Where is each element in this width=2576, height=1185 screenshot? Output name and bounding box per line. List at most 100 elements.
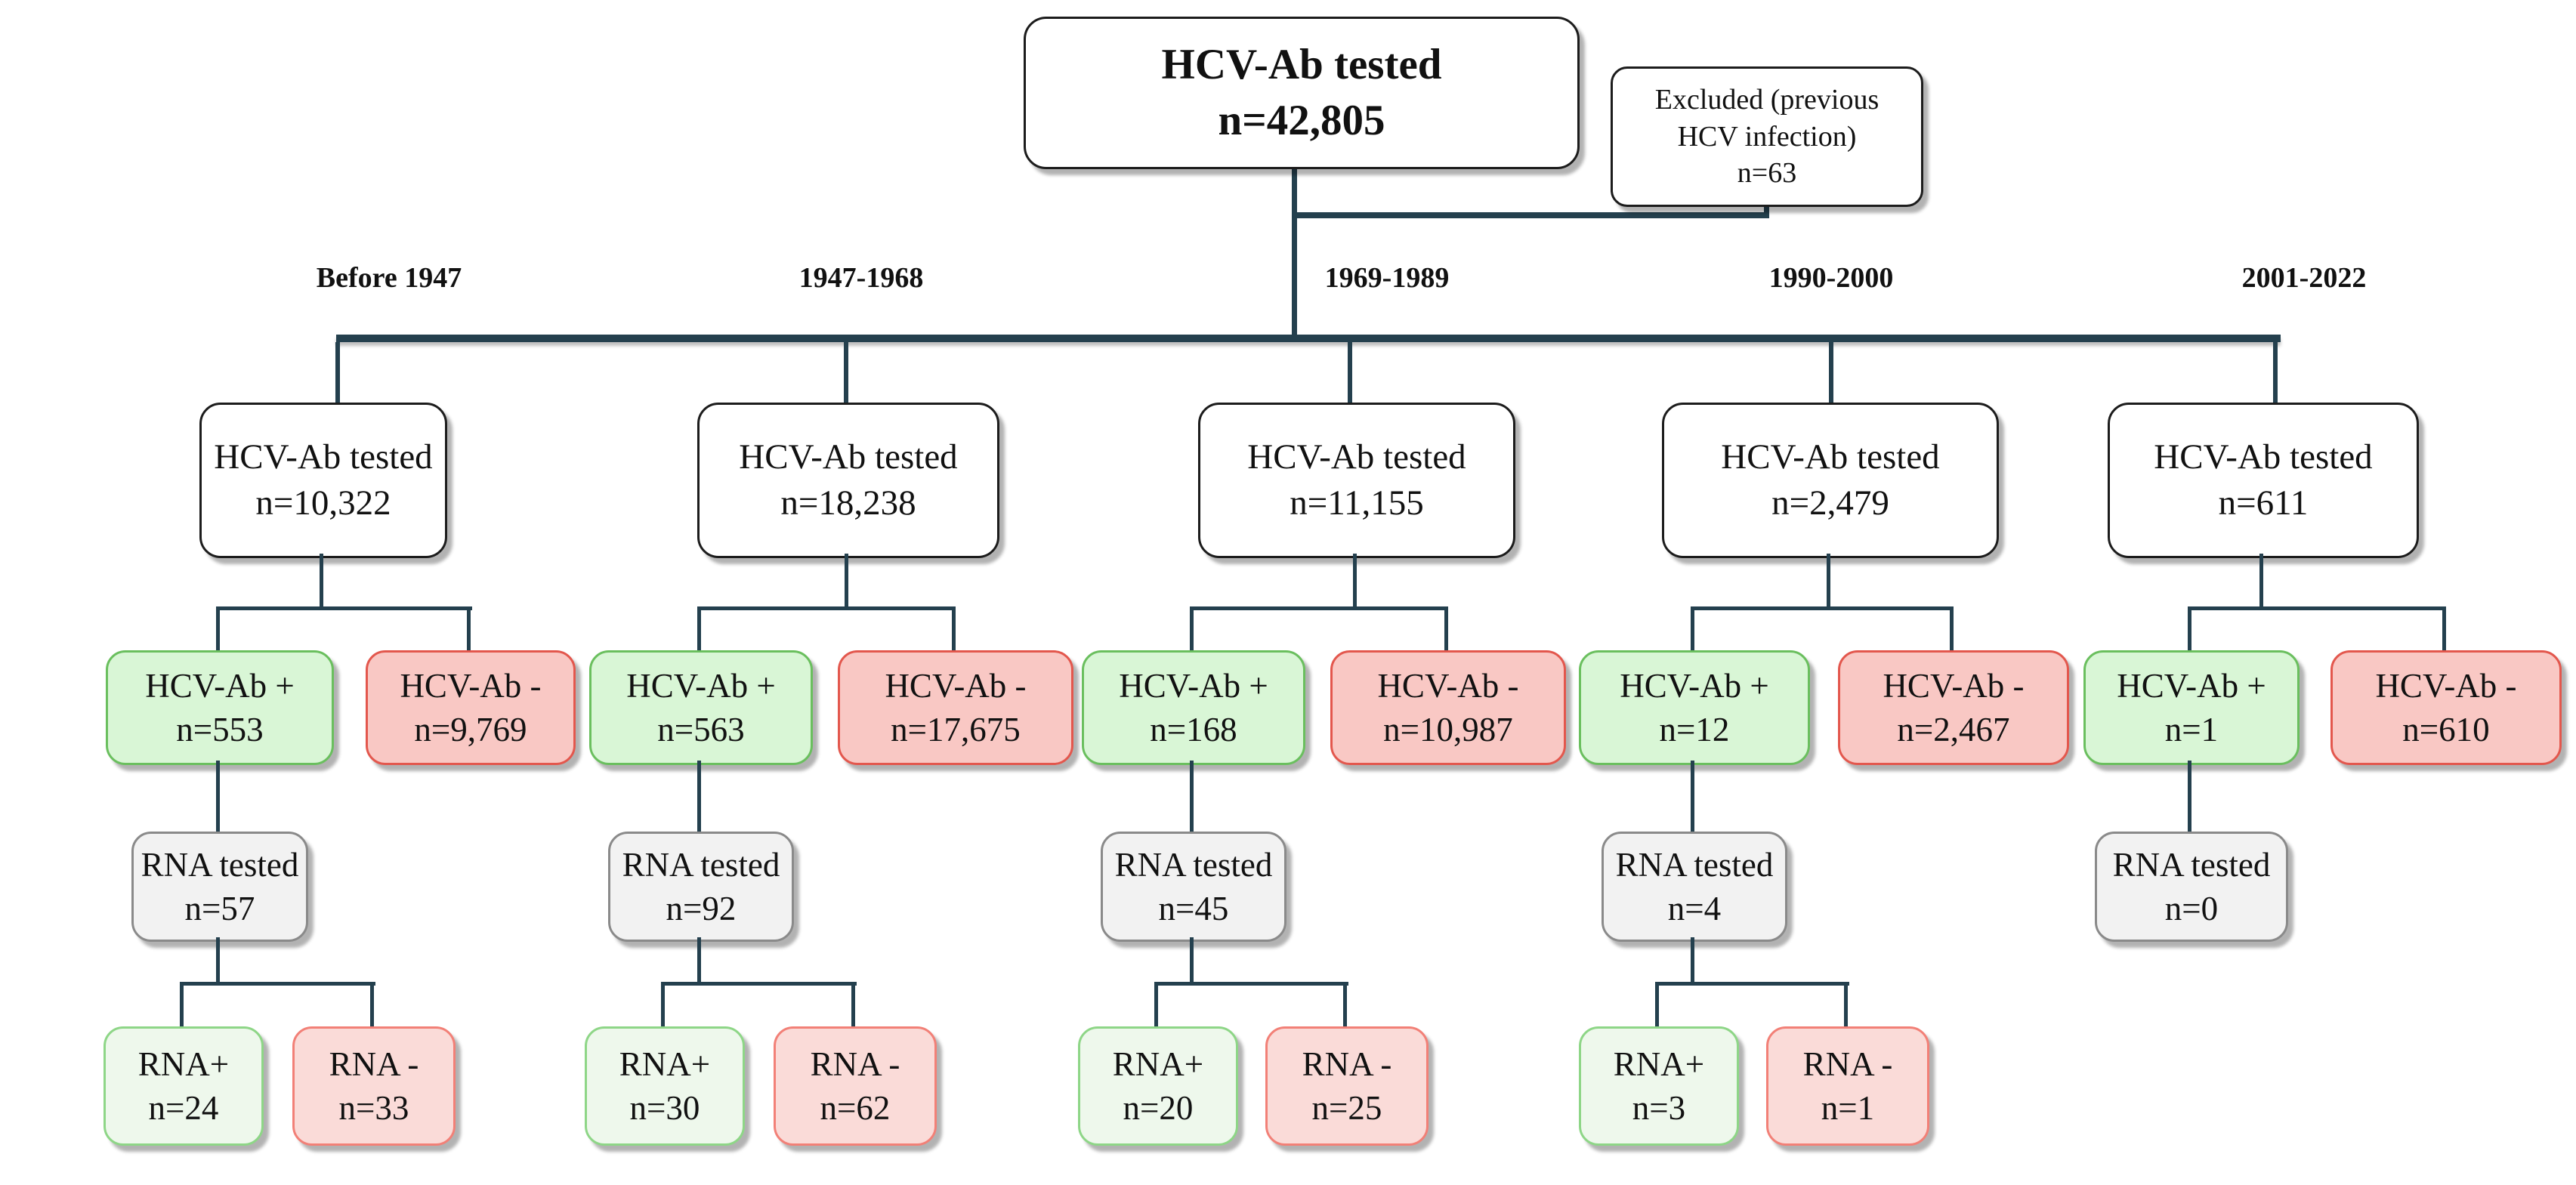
connector-line	[370, 982, 374, 1026]
connector-line	[1691, 606, 1954, 610]
excluded-box: Excluded (previous HCV infection) n=63	[1611, 66, 1923, 207]
connector-line	[2188, 606, 2446, 610]
connector-line	[661, 982, 665, 1026]
excluded-box-n: n=63	[1737, 157, 1797, 190]
cohort-4-tested-n: n=2,479	[1771, 483, 1889, 523]
connector-line	[2188, 606, 2191, 650]
cohort-4-rna-tested-box: RNA tested n=4	[1602, 832, 1787, 942]
ab-positive-label: HCV-Ab +	[1119, 666, 1268, 705]
root-box-label: HCV-Ab tested	[1161, 40, 1442, 88]
cohort-2-rna-negative-box: RNA - n=62	[774, 1026, 937, 1146]
connector-line	[845, 554, 848, 610]
connector-line	[1691, 606, 1694, 650]
cohort-1-rna-positive-box: RNA+ n=24	[103, 1026, 264, 1146]
connector-line	[1190, 937, 1194, 986]
connector-line	[952, 606, 956, 650]
rna-positive-n: n=20	[1123, 1089, 1194, 1127]
cohort-3-ab-negative-box: HCV-Ab - n=10,987	[1330, 650, 1566, 765]
connector-line	[1829, 342, 1833, 403]
excluded-stub-line	[1764, 198, 1769, 218]
connector-line	[1827, 554, 1830, 610]
rna-tested-label: RNA tested	[141, 845, 299, 884]
ab-negative-label: HCV-Ab -	[1377, 666, 1519, 705]
cohort-3-rna-negative-box: RNA - n=25	[1265, 1026, 1429, 1146]
connector-line	[216, 606, 220, 650]
cohort-4-rna-positive-box: RNA+ n=3	[1579, 1026, 1739, 1146]
ab-negative-n: n=17,675	[891, 711, 1021, 748]
connector-line	[1444, 606, 1448, 650]
rna-positive-n: n=30	[629, 1089, 700, 1127]
rna-tested-label: RNA tested	[622, 845, 780, 884]
ab-positive-label: HCV-Ab +	[145, 666, 295, 705]
connector-line	[180, 982, 375, 986]
connector-line	[216, 937, 220, 986]
connector-line	[1691, 761, 1694, 832]
cohort-bus-line	[336, 335, 2281, 342]
rna-tested-n: n=45	[1158, 890, 1229, 927]
cohort-2-tested-box: HCV-Ab tested n=18,238	[697, 403, 999, 558]
connector-line	[216, 606, 472, 610]
ab-negative-n: n=9,769	[414, 711, 527, 748]
rna-positive-label: RNA+	[1112, 1045, 1204, 1083]
rna-tested-label: RNA tested	[2112, 845, 2271, 884]
rna-negative-label: RNA -	[1302, 1045, 1392, 1083]
connector-line	[1190, 761, 1194, 832]
connector-line	[467, 606, 471, 650]
root-box: HCV-Ab tested n=42,805	[1024, 17, 1580, 169]
connector-line	[2188, 761, 2191, 832]
connector-line	[1691, 937, 1694, 986]
ab-negative-label: HCV-Ab -	[1883, 666, 2025, 705]
cohort-1-tested-n: n=10,322	[255, 483, 391, 523]
cohort-1-ab-negative-box: HCV-Ab - n=9,769	[366, 650, 576, 765]
cohort-2-ab-positive-box: HCV-Ab + n=563	[589, 650, 813, 765]
cohort-2-period-label: 1947-1968	[798, 262, 924, 294]
connector-line	[1950, 606, 1954, 650]
connector-line	[320, 554, 323, 610]
connector-line	[851, 982, 855, 1026]
connector-line	[1154, 982, 1158, 1026]
cohort-3-period-label: 1969-1989	[1324, 262, 1450, 294]
connector-line	[2259, 554, 2263, 610]
ab-positive-n: n=553	[176, 711, 264, 748]
ab-positive-n: n=1	[2164, 711, 2219, 748]
rna-positive-label: RNA+	[137, 1045, 230, 1083]
ab-positive-n: n=168	[1150, 711, 1237, 748]
cohort-2-tested-label: HCV-Ab tested	[739, 437, 958, 477]
cohort-3-tested-box: HCV-Ab tested n=11,155	[1198, 403, 1515, 558]
cohort-5-ab-negative-box: HCV-Ab - n=610	[2330, 650, 2562, 765]
connector-line	[1655, 982, 1849, 986]
connector-line	[1190, 606, 1194, 650]
cohort-2-rna-positive-box: RNA+ n=30	[585, 1026, 745, 1146]
cohort-1-period-label: Before 1947	[316, 262, 462, 294]
cohort-3-rna-positive-box: RNA+ n=20	[1078, 1026, 1238, 1146]
connector-line	[697, 761, 701, 832]
cohort-2-ab-negative-box: HCV-Ab - n=17,675	[838, 650, 1073, 765]
rna-tested-n: n=0	[2164, 890, 2219, 927]
rna-tested-n: n=57	[184, 890, 255, 927]
rna-positive-label: RNA+	[619, 1045, 711, 1083]
connector-line	[661, 982, 857, 986]
rna-negative-n: n=62	[820, 1089, 891, 1127]
cohort-5-tested-box: HCV-Ab tested n=611	[2108, 403, 2419, 558]
ab-positive-n: n=563	[657, 711, 745, 748]
connector-line	[2442, 606, 2446, 650]
rna-negative-label: RNA -	[1802, 1045, 1893, 1083]
cohort-4-ab-negative-box: HCV-Ab - n=2,467	[1838, 650, 2069, 765]
cohort-1-tested-label: HCV-Ab tested	[214, 437, 433, 477]
ab-positive-label: HCV-Ab +	[626, 666, 776, 705]
cohort-1-rna-tested-box: RNA tested n=57	[131, 832, 308, 942]
rna-negative-n: n=1	[1821, 1089, 1875, 1127]
ab-positive-label: HCV-Ab +	[2117, 666, 2266, 705]
connector-line	[216, 761, 220, 832]
root-box-n: n=42,805	[1218, 97, 1385, 144]
rna-negative-label: RNA -	[810, 1045, 900, 1083]
ab-negative-n: n=610	[2402, 711, 2490, 748]
cohort-1-ab-positive-box: HCV-Ab + n=553	[106, 650, 334, 765]
cohort-5-period-label: 2001-2022	[2241, 262, 2367, 294]
cohort-1-rna-negative-box: RNA - n=33	[292, 1026, 456, 1146]
cohort-2-rna-tested-box: RNA tested n=92	[608, 832, 794, 942]
rna-negative-label: RNA -	[329, 1045, 419, 1083]
rna-tested-label: RNA tested	[1114, 845, 1273, 884]
connector-line	[2273, 342, 2278, 403]
